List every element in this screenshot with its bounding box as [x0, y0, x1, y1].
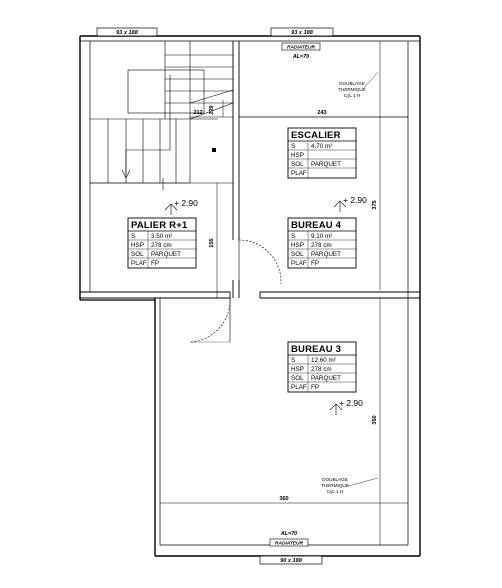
dim-360: 360	[279, 496, 288, 502]
radiator-top-al: AL=70	[292, 54, 309, 60]
room-cell: S	[291, 357, 295, 364]
dim-243: 243	[317, 110, 326, 116]
room-cell: PLAF	[131, 260, 147, 267]
room-cell: FP	[151, 260, 159, 267]
doublage-note-bottom-3: CyL 1 H	[327, 489, 343, 494]
level-palier: + 2.90	[174, 198, 198, 208]
radiator-bottom-al: AL=70	[280, 531, 297, 537]
room-cell: PLAF	[291, 170, 307, 177]
level-escalier: + 2.90	[343, 195, 367, 205]
room-cell: 278 cm	[311, 242, 332, 249]
dim-350: 350	[372, 415, 378, 424]
doors	[189, 239, 282, 343]
radiator-top	[281, 42, 321, 51]
doublage-bottom-leader	[347, 477, 379, 487]
room-cell: HSP	[291, 366, 304, 373]
dimension-lines	[160, 41, 408, 545]
window-openings	[97, 35, 333, 557]
room-cell: PLAF	[291, 384, 307, 391]
room-cell: S	[291, 233, 295, 240]
radiator-bottom-label: RADIATEUR	[275, 541, 303, 547]
window-label-top-right: 93 x 188	[291, 30, 314, 36]
dim-212: 212	[193, 110, 202, 116]
room-cell: PARQUET	[151, 251, 181, 258]
dim-155: 155	[209, 238, 215, 247]
room-cell: 4.70 m²	[311, 143, 332, 150]
marker-dot	[212, 148, 216, 152]
walls	[79, 35, 421, 557]
room-cell: 3.50 m²	[151, 233, 172, 240]
room-title-escalier: ESCALIER	[291, 130, 341, 141]
room-table-bureau3: BUREAU 3 S 12.60 m² HSP 278 cm SOL PARQU…	[287, 341, 357, 393]
room-cell: 278 cm	[151, 242, 172, 249]
room-table-escalier: ESCALIER S 4.70 m² HSP SOL PARQUET PLAF	[287, 127, 357, 179]
room-cell: 278 cm	[311, 366, 332, 373]
room-cell: PARQUET	[311, 375, 341, 382]
room-cell: HSP	[291, 242, 304, 249]
room-cell: PARQUET	[311, 161, 341, 168]
room-title-bureau3: BUREAU 3	[291, 344, 341, 355]
level-bureau3: + 2.90	[339, 398, 363, 408]
radiator-bottom	[269, 538, 309, 547]
room-cell: FP	[311, 384, 319, 391]
room-cell: PARQUET	[311, 251, 341, 258]
room-title-bureau4: BUREAU 4	[291, 220, 342, 231]
window-label-top-left: 93 x 188	[116, 30, 139, 36]
room-cell: 12.60 m²	[311, 357, 336, 364]
doublage-note-bottom-2: THERMIQUE	[321, 483, 349, 488]
level-marker-bureau3: + 2.90	[329, 398, 363, 415]
room-cell: SOL	[131, 251, 144, 258]
room-cell: HSP	[291, 152, 304, 159]
window-frames	[96, 27, 334, 565]
doublage-note-top-3: CyL 1 H	[344, 93, 360, 98]
room-cell: HSP	[131, 242, 144, 249]
room-table-palier: PALIER R+1 S 3.50 m² HSP 278 cm SOL PARQ…	[127, 217, 197, 269]
room-cell: SOL	[291, 375, 304, 382]
room-cell: S	[291, 143, 295, 150]
room-cell: SOL	[291, 161, 304, 168]
doublage-note-bottom-1: DOUBLAGE	[322, 477, 348, 482]
room-cell: SOL	[291, 251, 304, 258]
room-cell: PLAF	[291, 260, 307, 267]
dim-375: 375	[372, 200, 378, 209]
room-table-bureau4: BUREAU 4 S 9.10 m² HSP 278 cm SOL PARQUE…	[287, 217, 357, 269]
room-cell: 9.10 m²	[311, 233, 332, 240]
room-cell: FP	[311, 260, 319, 267]
doublage-note-top-1: DOUBLAGE	[339, 81, 365, 86]
staircase	[90, 41, 234, 190]
doublage-top-leader	[363, 71, 379, 89]
radiator-top-label: RADIATEUR	[287, 45, 315, 51]
dim-229: 229	[209, 105, 215, 114]
room-cell: S	[131, 233, 135, 240]
level-marker-escalier: + 2.90	[333, 195, 367, 212]
doublage-note-top-2: THERMIQUE	[338, 87, 366, 92]
room-title-palier: PALIER R+1	[131, 220, 188, 231]
level-marker-palier: + 2.90	[164, 198, 198, 215]
window-label-bottom: 90 x 188	[280, 558, 303, 564]
